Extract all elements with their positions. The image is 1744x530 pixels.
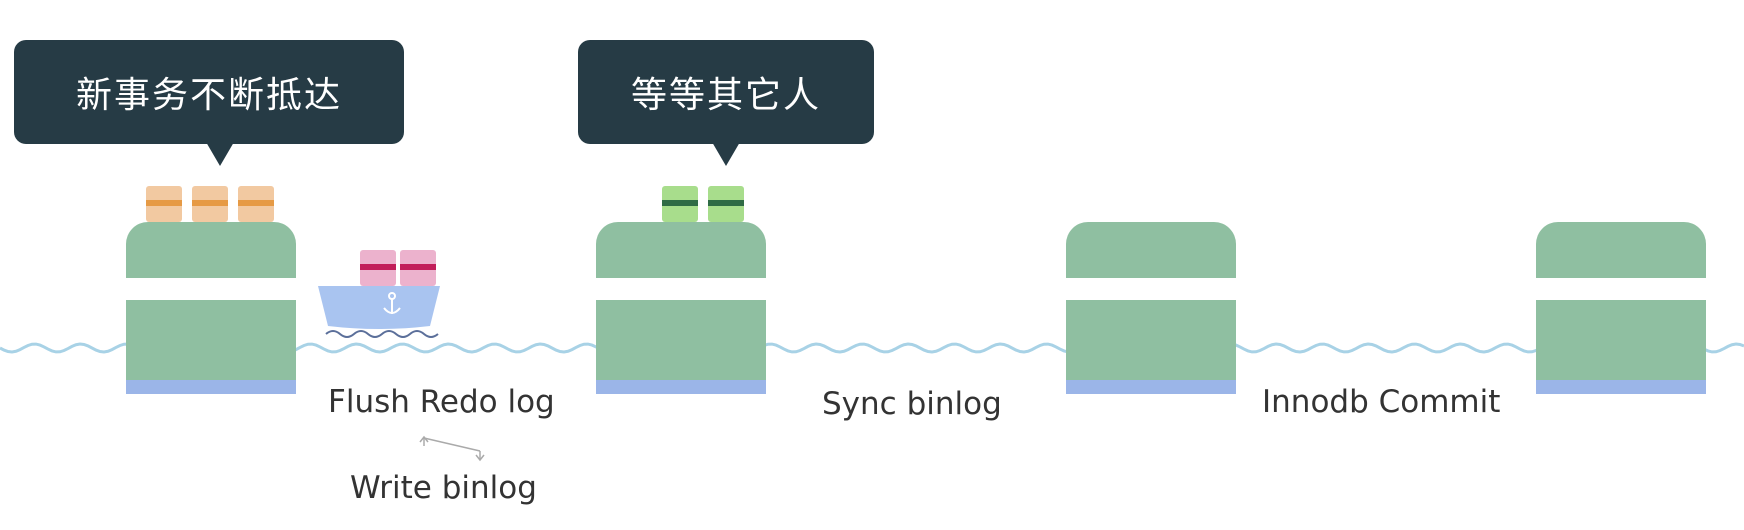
station-4 xyxy=(1536,222,1706,394)
new-transactions-text: 新事务不断抵达 xyxy=(75,75,342,116)
wait-others-text: 等等其它人 xyxy=(630,75,821,116)
station-roof xyxy=(596,222,766,278)
station-roof xyxy=(1536,222,1706,278)
station-base xyxy=(596,380,766,394)
station-3 xyxy=(1066,222,1236,394)
station-base xyxy=(1066,380,1236,394)
station-body xyxy=(1536,300,1706,380)
new-transactions-bubble: 新事务不断抵达 xyxy=(14,40,404,166)
write-binlog-label: Write binlog xyxy=(350,470,537,506)
station-1 xyxy=(126,222,296,394)
station-2 xyxy=(596,222,766,394)
anchor-icon xyxy=(383,292,401,314)
ship-icon xyxy=(318,286,440,338)
sync-binlog-label: Sync binlog xyxy=(822,386,1002,422)
cargo-box-icon xyxy=(192,186,228,222)
cargo-box-icon xyxy=(146,186,182,222)
cargo-box-icon xyxy=(708,186,744,222)
flush-redo-log-label: Flush Redo log xyxy=(328,384,555,420)
station-base xyxy=(126,380,296,394)
cargo-box-icon xyxy=(360,250,396,286)
swap-arrows-icon xyxy=(419,435,485,462)
wait-others-bubble: 等等其它人 xyxy=(578,40,874,166)
station-body xyxy=(596,300,766,380)
station-base xyxy=(1536,380,1706,394)
station-roof xyxy=(1066,222,1236,278)
innodb-commit-label: Innodb Commit xyxy=(1262,384,1501,420)
station-body xyxy=(126,300,296,380)
cargo-box-icon xyxy=(238,186,274,222)
station-roof xyxy=(126,222,296,278)
cargo-box-icon xyxy=(400,250,436,286)
cargo-box-icon xyxy=(662,186,698,222)
station-body xyxy=(1066,300,1236,380)
